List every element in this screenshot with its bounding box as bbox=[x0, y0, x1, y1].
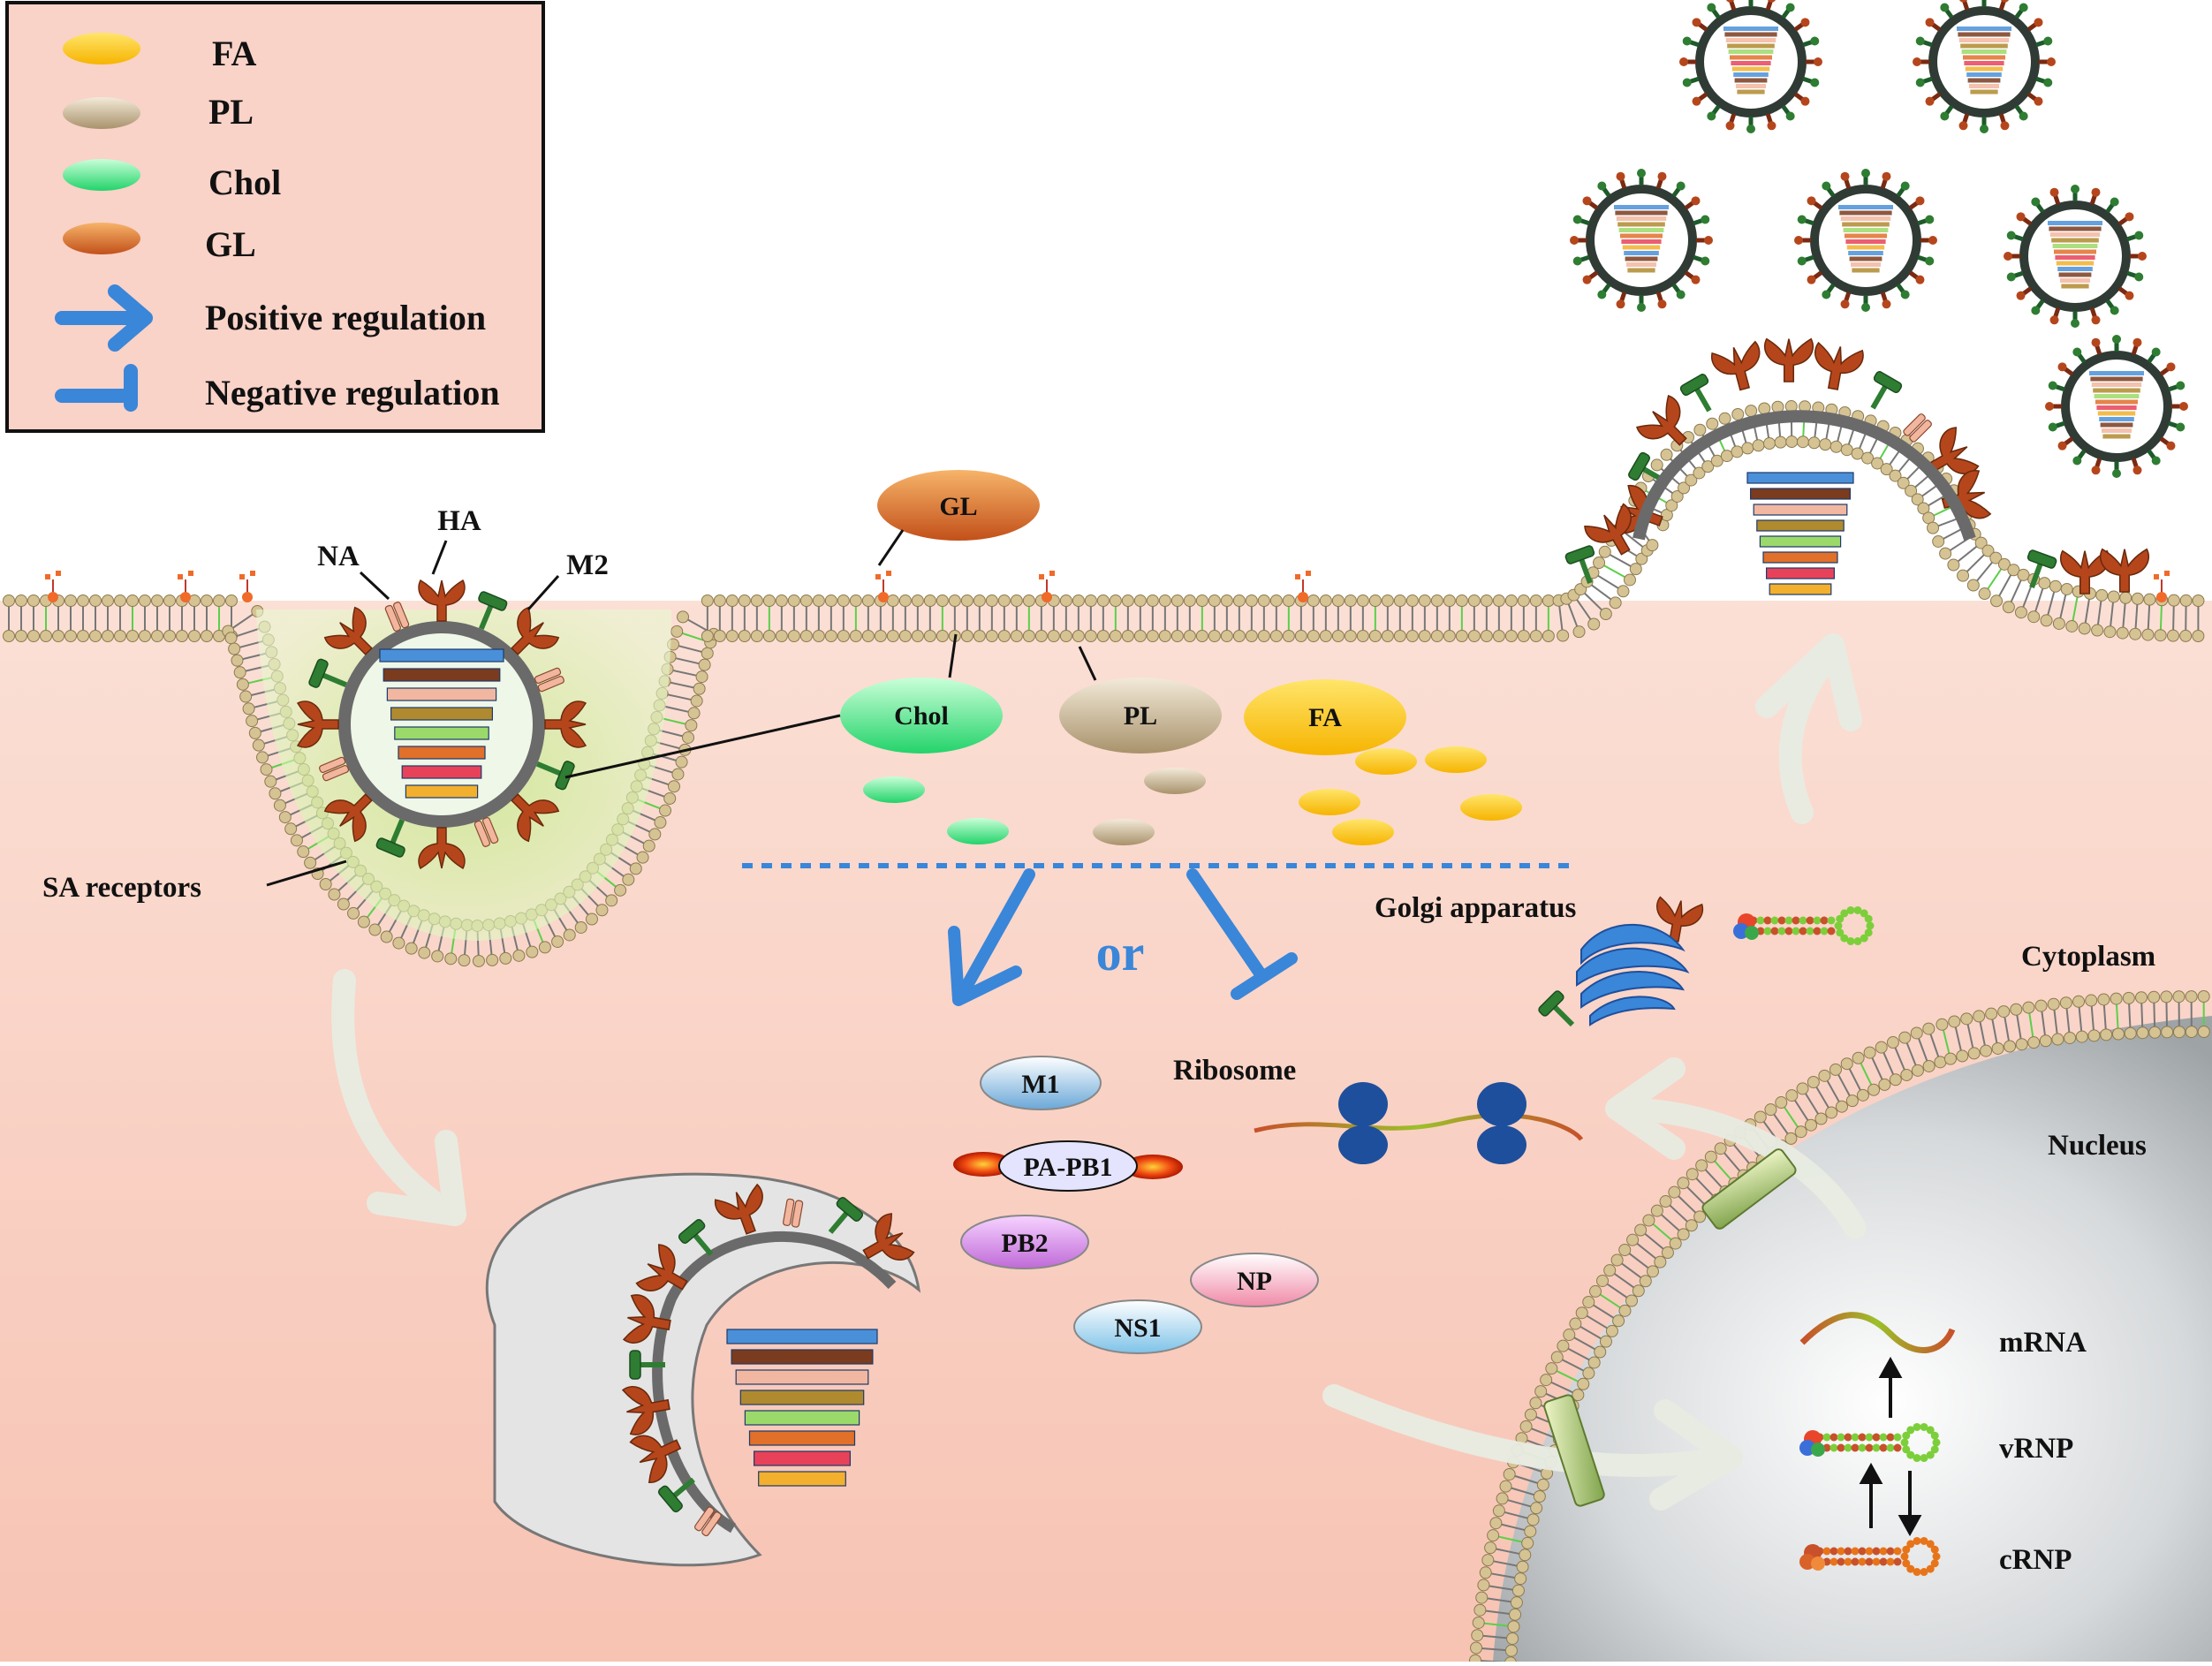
legend-chol-label: Chol bbox=[208, 163, 281, 202]
gl-label: GL bbox=[939, 492, 977, 521]
golgi-label: Golgi apparatus bbox=[1375, 892, 1576, 924]
ribosome-label: Ribosome bbox=[1173, 1055, 1296, 1087]
sa-receptors-label: SA receptors bbox=[42, 872, 201, 904]
legend-fa-swatch bbox=[63, 33, 140, 64]
crnp-label: cRNP bbox=[1999, 1544, 2072, 1576]
m2-label: M2 bbox=[566, 549, 609, 581]
np-label: NP bbox=[1237, 1267, 1272, 1296]
legend-negative-label: Negative regulation bbox=[205, 373, 500, 413]
or-label: or bbox=[1096, 924, 1145, 981]
chol-label: Chol bbox=[894, 701, 949, 731]
legend-fa-label: FA bbox=[212, 34, 256, 73]
m1-label: M1 bbox=[1021, 1070, 1059, 1099]
legend-positive-label: Positive regulation bbox=[205, 298, 486, 337]
ns1-label: NS1 bbox=[1114, 1314, 1161, 1343]
legend-pl-swatch bbox=[63, 97, 140, 129]
pa-pb1-label: PA-PB1 bbox=[1023, 1153, 1112, 1182]
nucleus-label: Nucleus bbox=[2048, 1130, 2147, 1162]
legend-pl-label: PL bbox=[208, 92, 254, 132]
legend-gl-label: GL bbox=[205, 224, 256, 264]
entering-virion bbox=[298, 580, 586, 868]
legend: FA PL Chol GL Positive regulation Negati… bbox=[7, 3, 543, 431]
cytoplasm-label: Cytoplasm bbox=[2021, 941, 2155, 973]
legend-box bbox=[7, 3, 543, 431]
legend-gl-swatch bbox=[63, 223, 140, 254]
pl-droplet-small bbox=[1144, 768, 1206, 794]
fa-droplet-small bbox=[1332, 819, 1394, 845]
pl-label: PL bbox=[1124, 701, 1157, 731]
pl-droplet-small bbox=[1093, 819, 1155, 845]
chol-droplet-small bbox=[863, 776, 925, 803]
na-label: NA bbox=[317, 541, 360, 572]
pb2-label: PB2 bbox=[1001, 1229, 1048, 1258]
vrnp-label: vRNP bbox=[1999, 1433, 2073, 1465]
legend-chol-swatch bbox=[63, 159, 140, 191]
fa-droplet-small bbox=[1425, 746, 1487, 773]
fa-droplet-small bbox=[1355, 748, 1417, 775]
fa-droplet-small bbox=[1460, 794, 1522, 821]
mrna-label: mRNA bbox=[1999, 1327, 2087, 1359]
fa-label: FA bbox=[1308, 703, 1342, 732]
ha-label: HA bbox=[437, 505, 481, 537]
fa-droplet-small bbox=[1299, 789, 1360, 815]
chol-droplet-small bbox=[947, 818, 1009, 844]
